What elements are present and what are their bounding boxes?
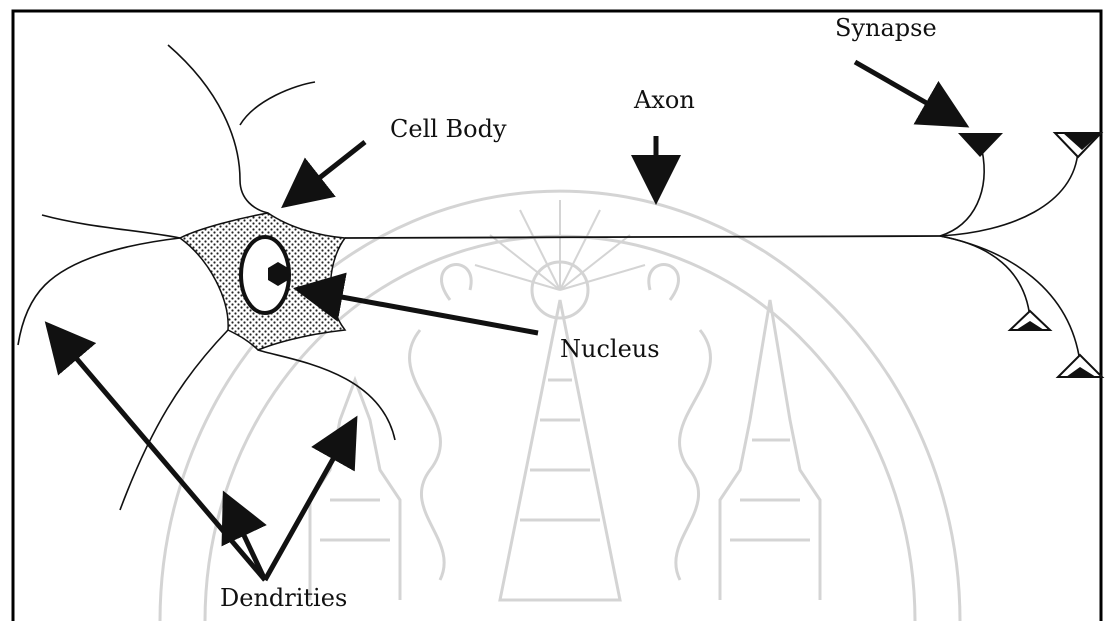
label-axon: Axon [633,86,695,114]
label-nucleus: Nucleus [560,335,660,363]
label-cell-body: Cell Body [390,115,507,143]
label-synapse: Synapse [835,14,937,42]
label-dendrites: Dendrities [220,584,347,612]
